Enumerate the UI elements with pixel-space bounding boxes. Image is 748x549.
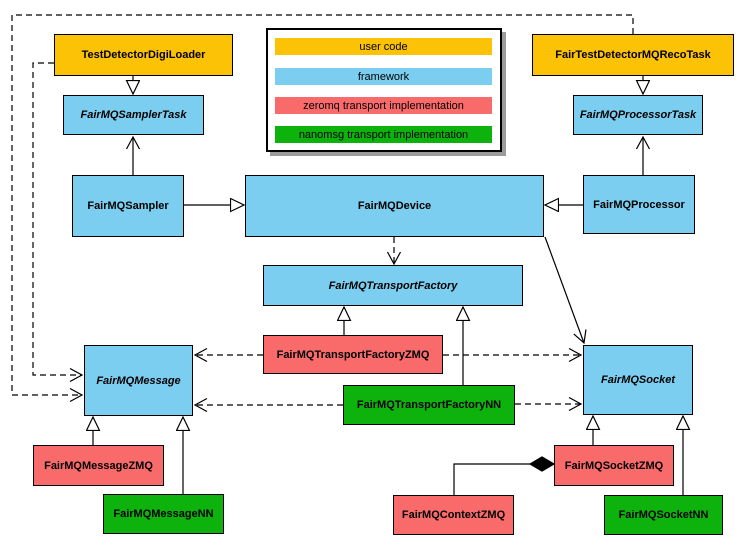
legend-item-nanomsg: nanomsg transport implementation [275,126,492,143]
legend-item-zeromq: zeromq transport implementation [275,97,492,114]
node-fairtestdetectormqrecotask: FairTestDetectorMQRecoTask [532,34,734,76]
node-fairmqtransportfactory: FairMQTransportFactory [263,265,523,306]
node-fairmqmessagenn: FairMQMessageNN [103,494,224,534]
node-fairmqcontextzmq: FairMQContextZMQ [393,495,514,535]
legend-item-framework: framework [275,68,492,85]
node-fairmqtransportfactoryzmq: FairMQTransportFactoryZMQ [263,335,443,374]
node-testdetectordigiloader: TestDetectorDigiLoader [54,34,233,76]
node-fairmqsocketzmq: FairMQSocketZMQ [554,445,674,486]
edge-sockzmq-composes-contextzmq [453,463,531,495]
node-fairmqtransportfactorynn: FairMQTransportFactoryNN [343,385,515,425]
edge-device-uses-socket [544,236,584,343]
node-fairmqprocessor: FairMQProcessor [583,175,695,234]
composition-diamond-icon [528,456,556,472]
legend: user code framework zeromq transport imp… [266,28,502,152]
node-fairmqdevice: FairMQDevice [245,175,544,237]
legend-item-user-code: user code [275,38,492,55]
node-fairmqsampler: FairMQSampler [72,175,184,237]
node-fairmqmessagezmq: FairMQMessageZMQ [33,445,164,486]
node-fairmqsamplertask: FairMQSamplerTask [63,95,204,135]
edge-digiloader-depends-message [32,62,82,375]
node-fairmqprocessortask: FairMQProcessorTask [573,95,703,135]
node-fairmqsocketnn: FairMQSocketNN [604,495,723,535]
edge-recotask-depends-message [11,14,634,395]
node-fairmqmessage: FairMQMessage [84,345,193,416]
node-fairmqsocket: FairMQSocket [583,345,693,415]
